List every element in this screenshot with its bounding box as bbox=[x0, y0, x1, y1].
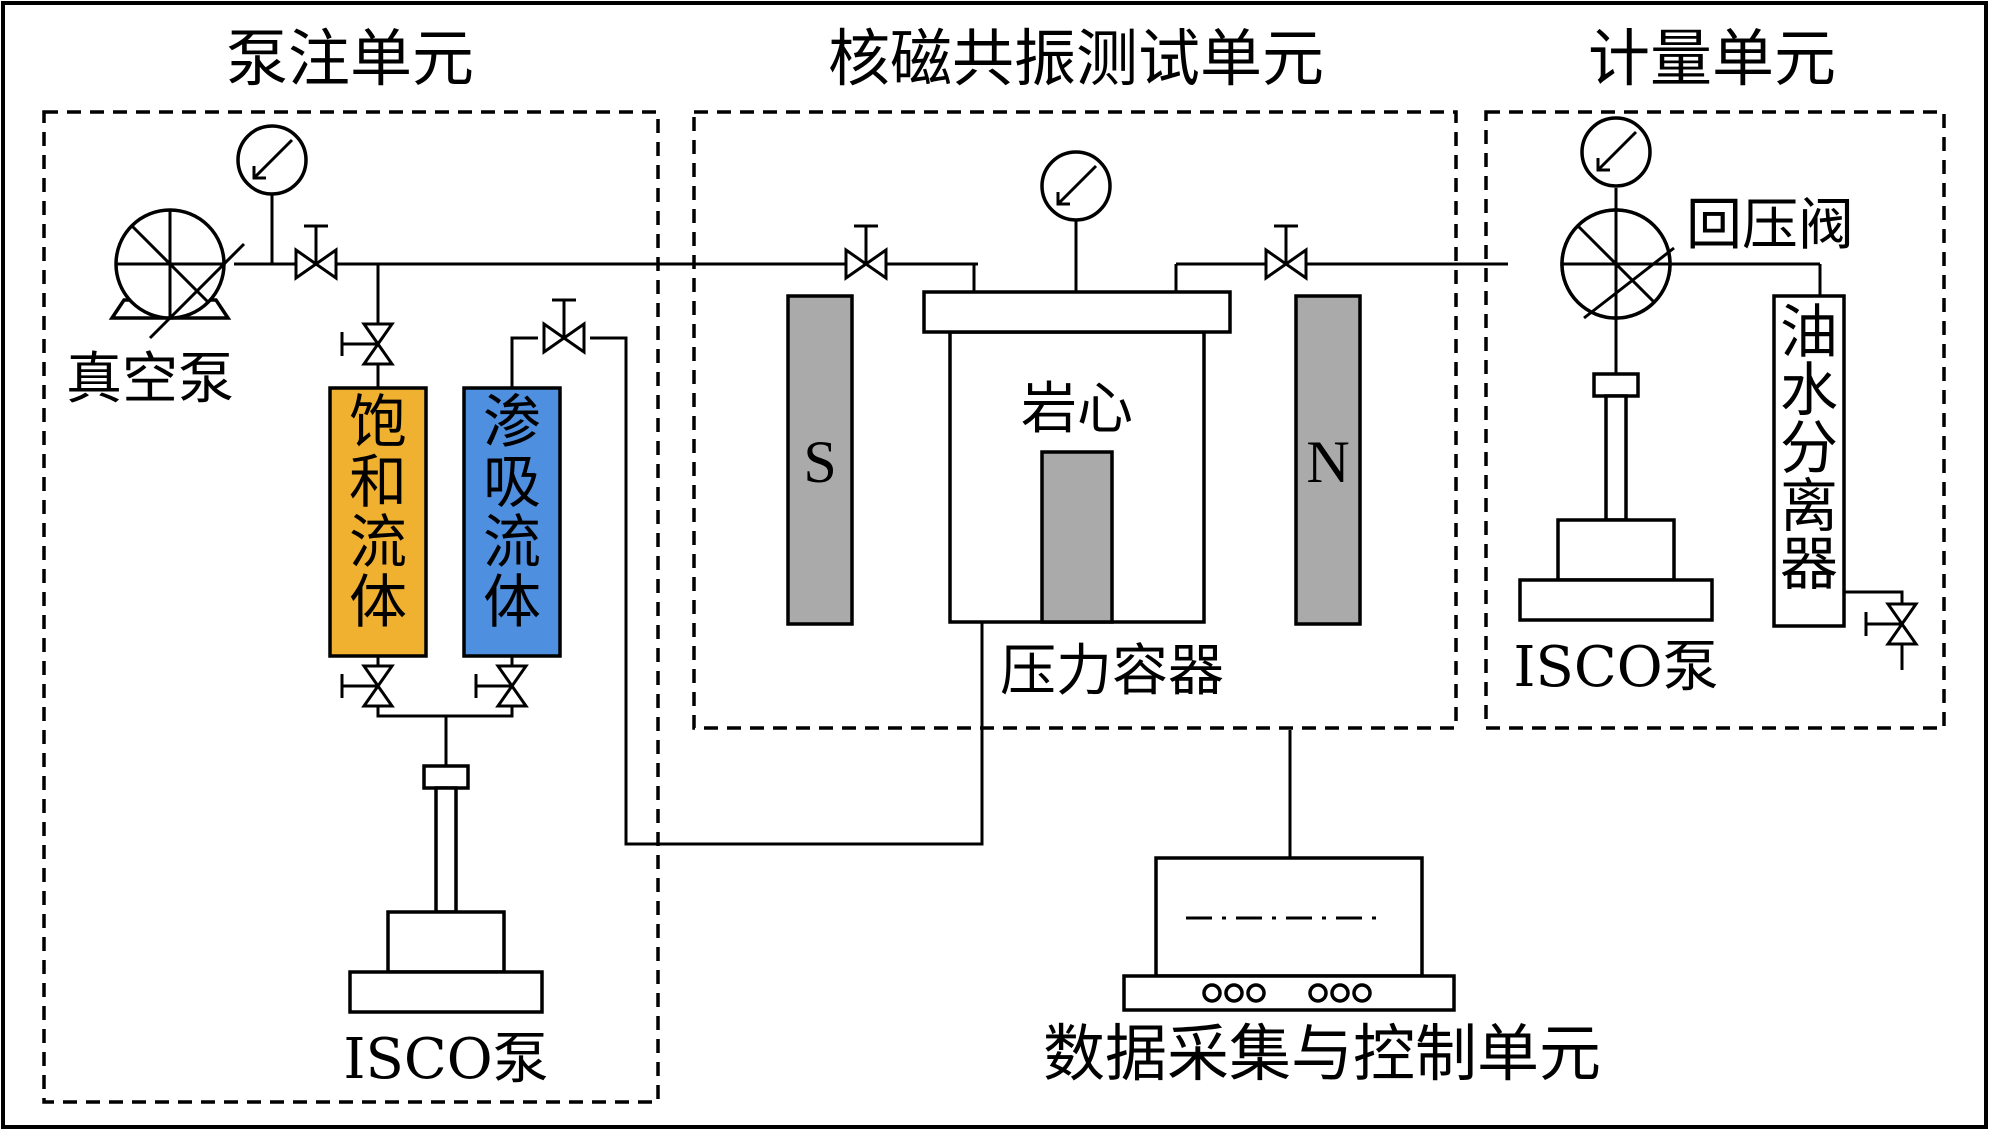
isco-pump-right-label: ISCO泵 bbox=[1513, 635, 1718, 700]
magnet-s-label: S bbox=[803, 429, 836, 495]
magnet-n-label: N bbox=[1306, 429, 1349, 495]
saturating-fluid-char: 饱 bbox=[349, 388, 407, 456]
metering-unit-boundary bbox=[1484, 110, 1946, 730]
back-pressure-valve-label: 回压阀 bbox=[1686, 193, 1854, 258]
pressure-vessel-label: 压力容器 bbox=[1000, 639, 1224, 704]
pump-unit-title: 泵注单元 bbox=[226, 22, 474, 95]
vacuum-pump-icon bbox=[108, 208, 246, 340]
core-label: 岩心 bbox=[1021, 377, 1133, 442]
needle-valve-icon bbox=[542, 298, 586, 354]
imbibition-fluid-char: 流 bbox=[483, 508, 541, 576]
saturating-fluid-vessel bbox=[328, 386, 428, 658]
imbibition-fluid-char: 吸 bbox=[483, 448, 541, 516]
needle-valve-icon bbox=[844, 224, 888, 280]
isco-pump-right bbox=[1518, 372, 1714, 622]
saturating-fluid-char: 流 bbox=[349, 508, 407, 576]
needle-valve-icon bbox=[1864, 602, 1918, 646]
oil-water-separator bbox=[1772, 294, 1846, 628]
saturating-fluid-char: 体 bbox=[349, 568, 407, 636]
vacuum-pump-label: 真空泵 bbox=[66, 347, 234, 412]
pressure-gauge-icon bbox=[1040, 150, 1112, 222]
needle-valve-icon bbox=[474, 664, 528, 708]
isco-pump-left bbox=[348, 764, 544, 1014]
needle-valve-icon bbox=[340, 664, 394, 708]
imbibition-fluid-char: 体 bbox=[483, 568, 541, 636]
separator-char: 分 bbox=[1780, 414, 1838, 482]
needle-valve-icon bbox=[1264, 224, 1308, 280]
separator-char: 器 bbox=[1780, 530, 1838, 598]
data-acquisition-computer bbox=[1122, 856, 1456, 1012]
imbibition-fluid-vessel bbox=[462, 386, 562, 658]
nmr-unit-boundary bbox=[692, 110, 1458, 730]
separator-char: 水 bbox=[1780, 356, 1838, 424]
needle-valve-icon bbox=[294, 224, 338, 280]
isco-pump-left-label: ISCO泵 bbox=[343, 1027, 548, 1092]
metering-unit-title: 计量单元 bbox=[1588, 22, 1836, 95]
separator-char: 油 bbox=[1780, 298, 1838, 366]
pressure-gauge-icon bbox=[1580, 116, 1652, 188]
imbibition-fluid-char: 渗 bbox=[483, 388, 541, 456]
saturating-fluid-char: 和 bbox=[349, 448, 407, 516]
data-unit-title: 数据采集与控制单元 bbox=[1043, 1017, 1601, 1090]
pressure-gauge-icon bbox=[236, 124, 308, 196]
magnet-s bbox=[786, 294, 854, 626]
pump-unit-boundary bbox=[42, 110, 660, 1104]
core-sample bbox=[1040, 450, 1114, 624]
nmr-unit-title: 核磁共振测试单元 bbox=[828, 22, 1324, 95]
separator-char: 离 bbox=[1780, 472, 1838, 540]
needle-valve-icon bbox=[340, 322, 394, 366]
magnet-n bbox=[1294, 294, 1362, 626]
back-pressure-valve bbox=[1560, 208, 1675, 320]
imbibition-line bbox=[510, 336, 984, 846]
